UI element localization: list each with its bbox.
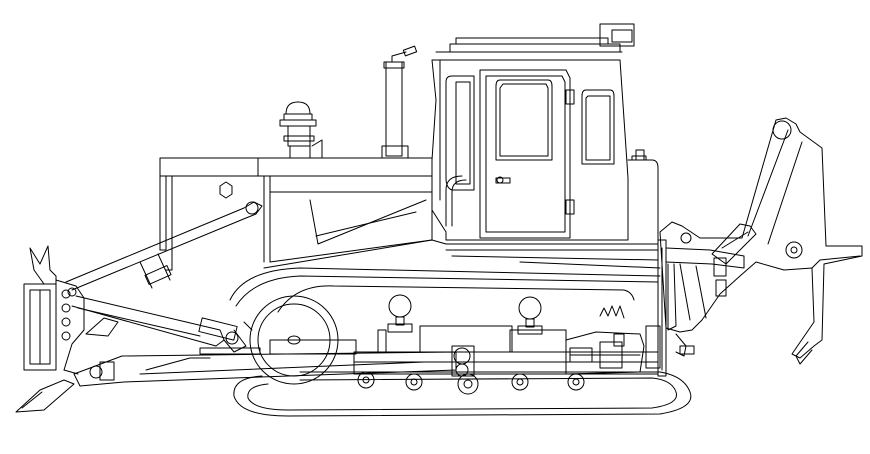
cab-rear-window xyxy=(582,90,614,164)
push-arm xyxy=(74,318,456,386)
hood-hex-bolt xyxy=(220,182,232,198)
ripper-cylinder xyxy=(712,224,756,264)
cab-grab-handle xyxy=(446,176,462,226)
engine-hood xyxy=(160,46,432,270)
air-precleaner xyxy=(280,102,322,158)
cab xyxy=(432,24,658,244)
track-rollers xyxy=(358,372,584,394)
carrier-rollers xyxy=(388,295,542,334)
track-fender xyxy=(230,240,660,306)
rear-mount-bracket xyxy=(658,240,666,376)
front-blade xyxy=(16,246,84,412)
cab-door xyxy=(480,70,570,238)
rear-ripper xyxy=(660,118,862,364)
track-assembly xyxy=(234,286,691,416)
blade-lift-cylinder xyxy=(66,202,262,352)
cab-door-window xyxy=(496,80,552,160)
exhaust-stack xyxy=(382,46,417,158)
